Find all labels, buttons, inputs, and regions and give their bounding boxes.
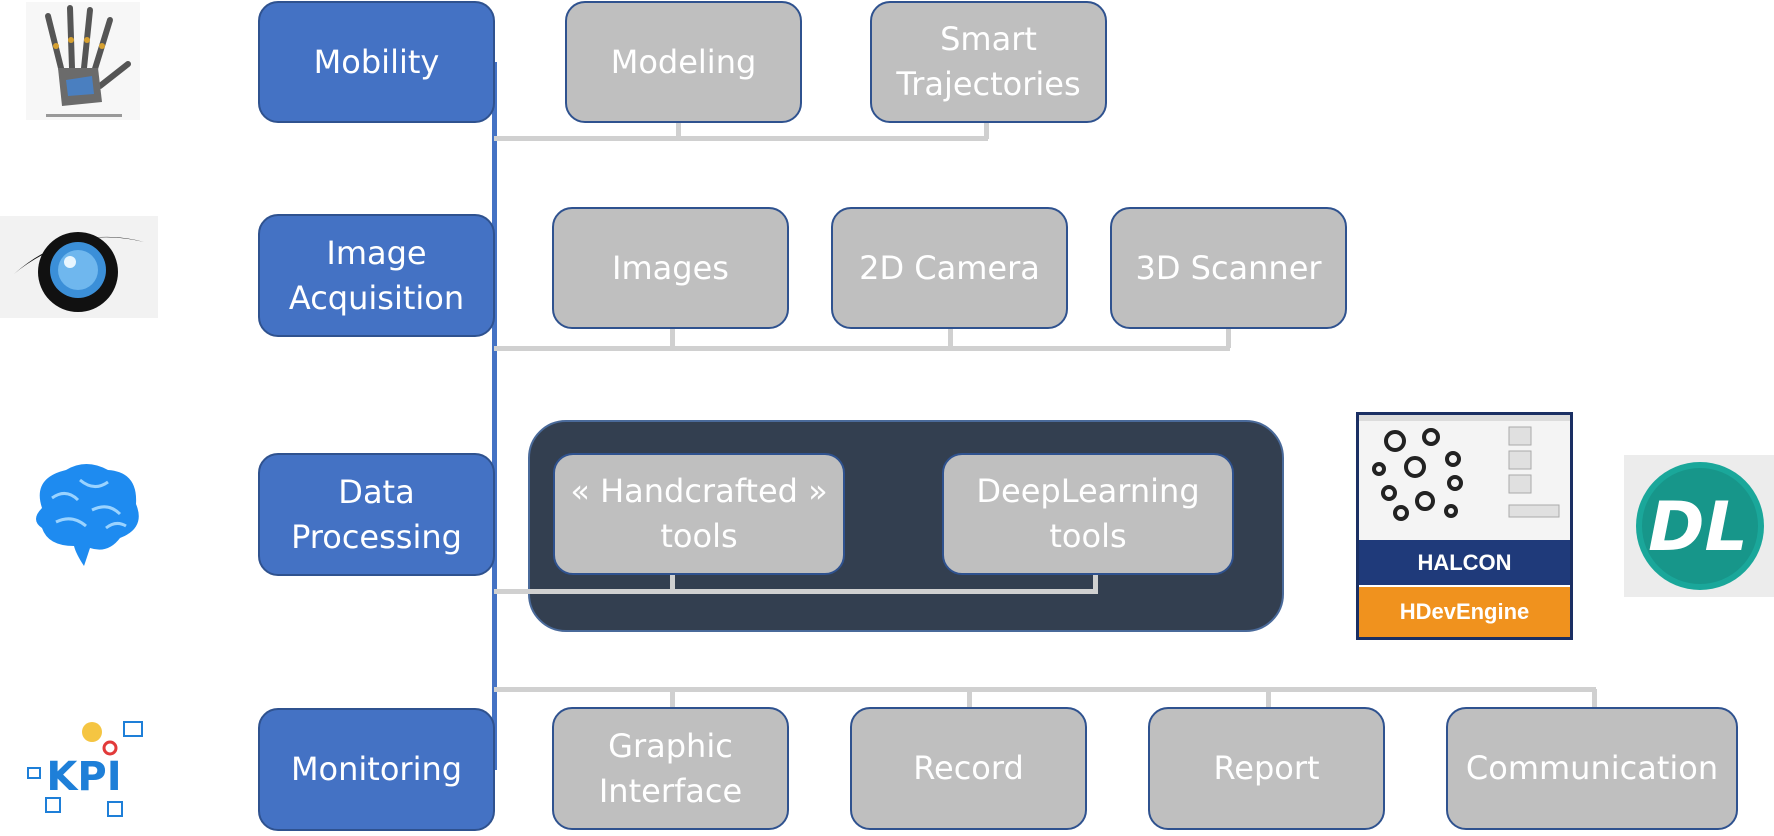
item-smart-trajectories: Smart Trajectories [870,1,1107,123]
item-report: Report [1148,707,1385,830]
connector-stub [1266,689,1271,709]
monitoring-connector [494,687,1596,692]
item-2d-camera: 2D Camera [831,207,1068,329]
connector-stub [1093,572,1098,592]
kpi-icon: KPI [27,721,143,817]
item-communication: Communication [1446,707,1738,830]
acquisition-connector [494,346,1230,351]
connector-stub [670,689,675,709]
category-data-processing: Data Processing [258,453,495,576]
connector-stub [967,689,972,709]
brain-icon [36,464,139,566]
connector-stub [984,121,989,139]
dl-logo-icon: DL [1636,462,1764,590]
connector-stub [676,121,681,139]
robotic-hand-icon [26,2,140,120]
eye-camera-icon [0,216,158,318]
main-trunk-line [492,62,497,770]
connector-stub [1226,328,1231,348]
category-monitoring: Monitoring [258,708,495,831]
item-graphic-interface: Graphic Interface [552,707,789,830]
halcon-screenshot-icon [1359,415,1570,540]
halcon-logo: HALCON HDevEngine [1356,412,1573,640]
item-modeling: Modeling [565,1,802,123]
connector-stub [670,572,675,592]
item-deeplearning-tools: DeepLearning tools [942,453,1234,575]
connector-stub [1592,689,1597,709]
item-3d-scanner: 3D Scanner [1110,207,1347,329]
item-images: Images [552,207,789,329]
item-handcrafted-tools: « Handcrafted » tools [553,453,845,575]
category-mobility: Mobility [258,1,495,123]
connector-stub [948,328,953,348]
mobility-connector [494,136,988,141]
dl-logo-text: DL [1648,488,1748,567]
halcon-engine-label: HDevEngine [1359,587,1570,637]
kpi-logo-text: KPI [46,754,121,800]
category-image-acquisition: Image Acquisition [258,214,495,337]
connector-stub [670,328,675,348]
item-record: Record [850,707,1087,830]
halcon-title: HALCON [1359,540,1570,585]
processing-connector [494,589,1098,594]
